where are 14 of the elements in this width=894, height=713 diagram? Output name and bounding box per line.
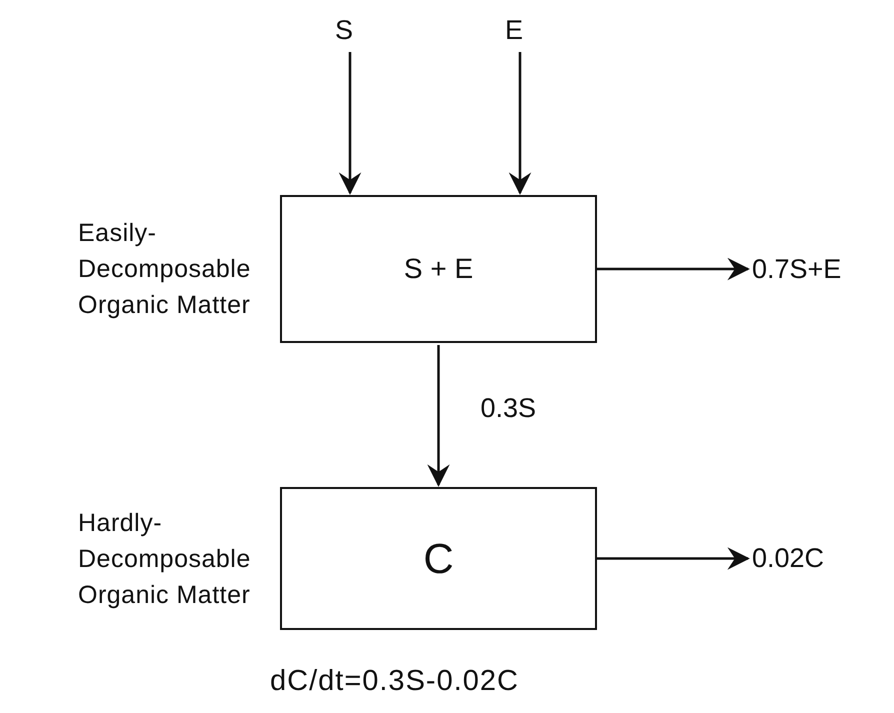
flow-label: S (335, 10, 354, 50)
box-label: S + E (404, 253, 474, 285)
arrow (338, 52, 362, 195)
equation: dC/dt=0.3S-0.02C (270, 665, 519, 698)
arrow (427, 345, 450, 487)
arrow (508, 52, 532, 195)
flow-label: E (505, 10, 524, 50)
box-label: C (423, 534, 454, 582)
flow-label: 0.7S+E (752, 249, 842, 289)
arrow (597, 547, 750, 570)
node-caption: Easily- Decomposable Organic Matter (78, 218, 252, 321)
flow-label: 0.02C (752, 538, 824, 578)
node-caption: Hardly- Decomposable Organic Matter (78, 508, 252, 610)
arrow (597, 258, 750, 280)
